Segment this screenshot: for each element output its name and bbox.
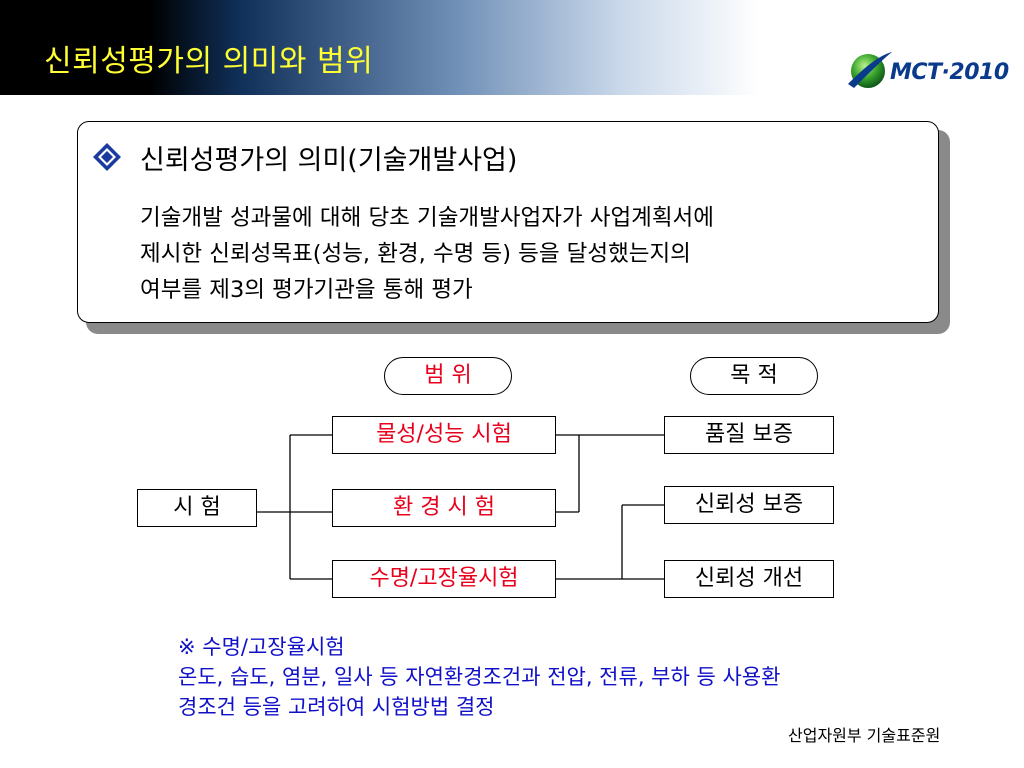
info-line: 제시한 신뢰성목표(성능, 환경, 수명 등) 등을 달성했는지의 <box>140 241 691 267</box>
info-line: 여부를 제3의 평가기관을 통해 평가 <box>140 277 473 303</box>
note-line: 경조건 등을 고려하여 시험방법 결정 <box>178 695 495 719</box>
scope-label: 범 위 <box>384 357 512 395</box>
test-box-life: 수명/고장율시험 <box>332 560 556 598</box>
mct-logo: MCT·2010 <box>846 44 1009 100</box>
test-box-environment: 환 경 시 험 <box>332 489 556 527</box>
note-title: ※ 수명/고장율시험 <box>178 635 345 659</box>
diamond-bullet-icon <box>93 143 121 171</box>
footer-org: 산업자원부 기술표준원 <box>788 726 941 745</box>
purpose-label: 목 적 <box>690 357 818 395</box>
info-box: 신뢰성평가의 의미(기술개발사업) 기술개발 성과물에 대해 당초 기술개발사업… <box>77 121 939 323</box>
purpose-box-quality: 품질 보증 <box>664 416 834 454</box>
test-box-performance: 물성/성능 시험 <box>332 416 556 454</box>
purpose-box-reliability-improvement: 신뢰성 개선 <box>664 560 834 598</box>
info-line: 기술개발 성과물에 대해 당초 기술개발사업자가 사업계획서에 <box>140 205 714 231</box>
note: ※ 수명/고장율시험 온도, 습도, 염분, 일사 등 자연환경조건과 전압, … <box>178 632 780 722</box>
purpose-box-reliability-assurance: 신뢰성 보증 <box>664 486 834 524</box>
info-heading: 신뢰성평가의 의미(기술개발사업) <box>140 145 518 176</box>
logo-text: MCT·2010 <box>890 60 1009 85</box>
root-test-box: 시 험 <box>137 489 257 527</box>
note-line: 온도, 습도, 염분, 일사 등 자연환경조건과 전압, 전류, 부하 등 사용… <box>178 665 781 689</box>
info-body: 기술개발 성과물에 대해 당초 기술개발사업자가 사업계획서에 제시한 신뢰성목… <box>140 200 714 308</box>
globe-swoosh-icon <box>848 52 892 88</box>
slide-title: 신뢰성평가의 의미와 범위 <box>44 44 374 79</box>
